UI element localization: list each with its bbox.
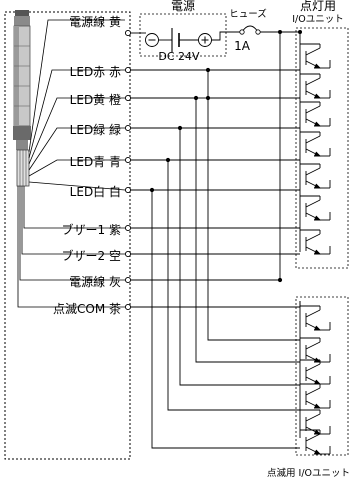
wire-label-power-gray: 電源線 灰 [69,274,121,289]
wire-labels: 電源線 黄 LED赤 赤 LED黄 橙 LED緑 緑 LED青 青 LED白 白… [53,14,121,316]
transistor-lighting-1 [300,43,331,69]
wire-label-led-blue: LED青 青 [70,155,121,169]
io-common-bus [279,32,301,438]
fuse-rating: 1A [234,39,251,53]
lighting-transistor-array [300,43,331,255]
power-supply: 電源 DC 24V [131,0,227,63]
transistor-lighting-3 [300,101,331,127]
flashing-transistor-array [300,305,331,455]
transistor-lighting-4 [300,131,331,157]
transistor-flashing-2 [300,337,331,363]
lighting-io-subtitle: I/Oユニット [292,14,343,25]
tower-enclosure-dashed [4,11,131,460]
transistor-lighting-7 [300,229,331,255]
signal-wiring [131,40,301,449]
junction-dots [149,67,283,283]
flashing-io-unit: 点滅用 I/Oユニット [267,296,350,479]
transistor-lighting-2 [300,73,331,99]
transistor-flashing-1 [300,305,331,331]
transistor-lighting-6 [300,195,331,221]
wire-label-led-red: LED赤 赤 [70,65,121,79]
power-positive-line [211,25,300,41]
flashing-io-label: 点滅用 I/Oユニット [267,467,350,479]
terminal-circles [124,29,132,311]
power-title: 電源 [171,0,195,13]
transistor-flashing-4 [300,383,331,409]
wire-label-buzzer2-skyblue: ブザー2 空 [62,248,121,263]
wire-label-led-yellow: LED黄 橙 [70,92,121,107]
wire-label-led-white: LED白 白 [70,184,121,199]
wire-label-flash-com-brown: 点滅COM 茶 [53,301,121,316]
signal-tower-box [4,10,131,460]
wire-label-buzzer1-purple: ブザー1 紫 [62,222,121,237]
fuse-label: ヒューズ [229,8,267,20]
wire-label-led-green: LED緑 緑 [70,122,121,137]
transistor-flashing-6 [300,429,331,455]
flashing-io-box-dashed [295,296,349,456]
power-voltage: DC 24V [158,50,200,63]
transistor-lighting-5 [300,163,331,189]
lighting-io-unit: 点灯用 I/Oユニット [292,0,349,269]
tower-lead-wires [17,19,126,308]
transistor-flashing-5 [300,409,331,435]
lighting-io-box-dashed [295,27,349,269]
lighting-io-title: 点灯用 [300,0,336,13]
transistor-flashing-3 [300,359,331,385]
wire-label-power-yellow: 電源線 黄 [69,14,121,29]
signal-tower-icon [13,10,31,187]
